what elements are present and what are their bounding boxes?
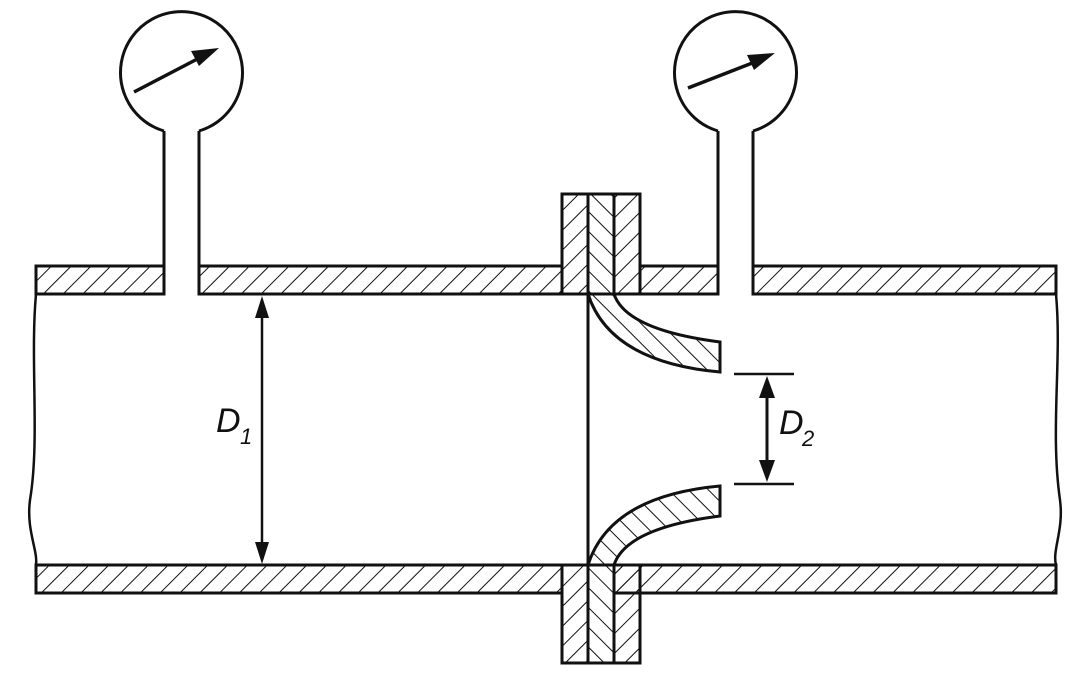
throat-gauge-stem <box>716 131 755 266</box>
flange-left-bottom <box>560 563 590 665</box>
d1-arrowhead-bottom <box>255 542 269 564</box>
throat-pressure-gauge <box>673 10 798 266</box>
upstream-pipe-bottom-wall <box>34 563 564 595</box>
flange-assembly <box>560 192 642 665</box>
upstream-gauge-stem <box>162 131 201 266</box>
nozzle-upper-lip <box>585 292 722 374</box>
d1-label: D <box>216 402 241 440</box>
d2-arrowhead-bottom <box>759 460 775 482</box>
upstream-pipe <box>34 264 564 595</box>
d1-arrowhead-top <box>255 296 269 318</box>
downstream-pipe-bottom-wall <box>612 563 1058 595</box>
upstream-gauge-needle <box>133 53 206 94</box>
flange-left-top <box>560 192 590 296</box>
flow-nozzle <box>585 292 722 567</box>
d1-dimension: D 1 <box>216 296 269 564</box>
d2-arrowhead-top <box>759 376 775 398</box>
upstream-gauge-needle-arrowhead <box>191 48 219 66</box>
nozzle-lower-lip <box>585 484 722 567</box>
upstream-pipe-top-wall <box>34 264 564 296</box>
upstream-gauge-dial <box>119 10 244 133</box>
throat-gauge-needle <box>687 58 761 90</box>
downstream-pipe-top-wall <box>638 264 1058 296</box>
d2-label: D <box>779 404 804 442</box>
nozzle-plate-top <box>586 192 616 296</box>
flange-right-bottom <box>612 563 642 665</box>
upstream-pressure-gauge <box>119 10 244 266</box>
pipe-left-break <box>27 293 38 566</box>
d1-label-subscript: 1 <box>240 424 252 449</box>
flange-right-top <box>612 192 642 296</box>
d2-label-subscript: 2 <box>801 426 814 451</box>
downstream-pipe <box>612 264 1058 595</box>
nozzle-plate-bottom <box>586 563 616 665</box>
throat-gauge-needle-arrowhead <box>747 53 775 70</box>
pipe-right-break <box>1053 293 1063 566</box>
d2-dimension: D 2 <box>734 372 814 486</box>
